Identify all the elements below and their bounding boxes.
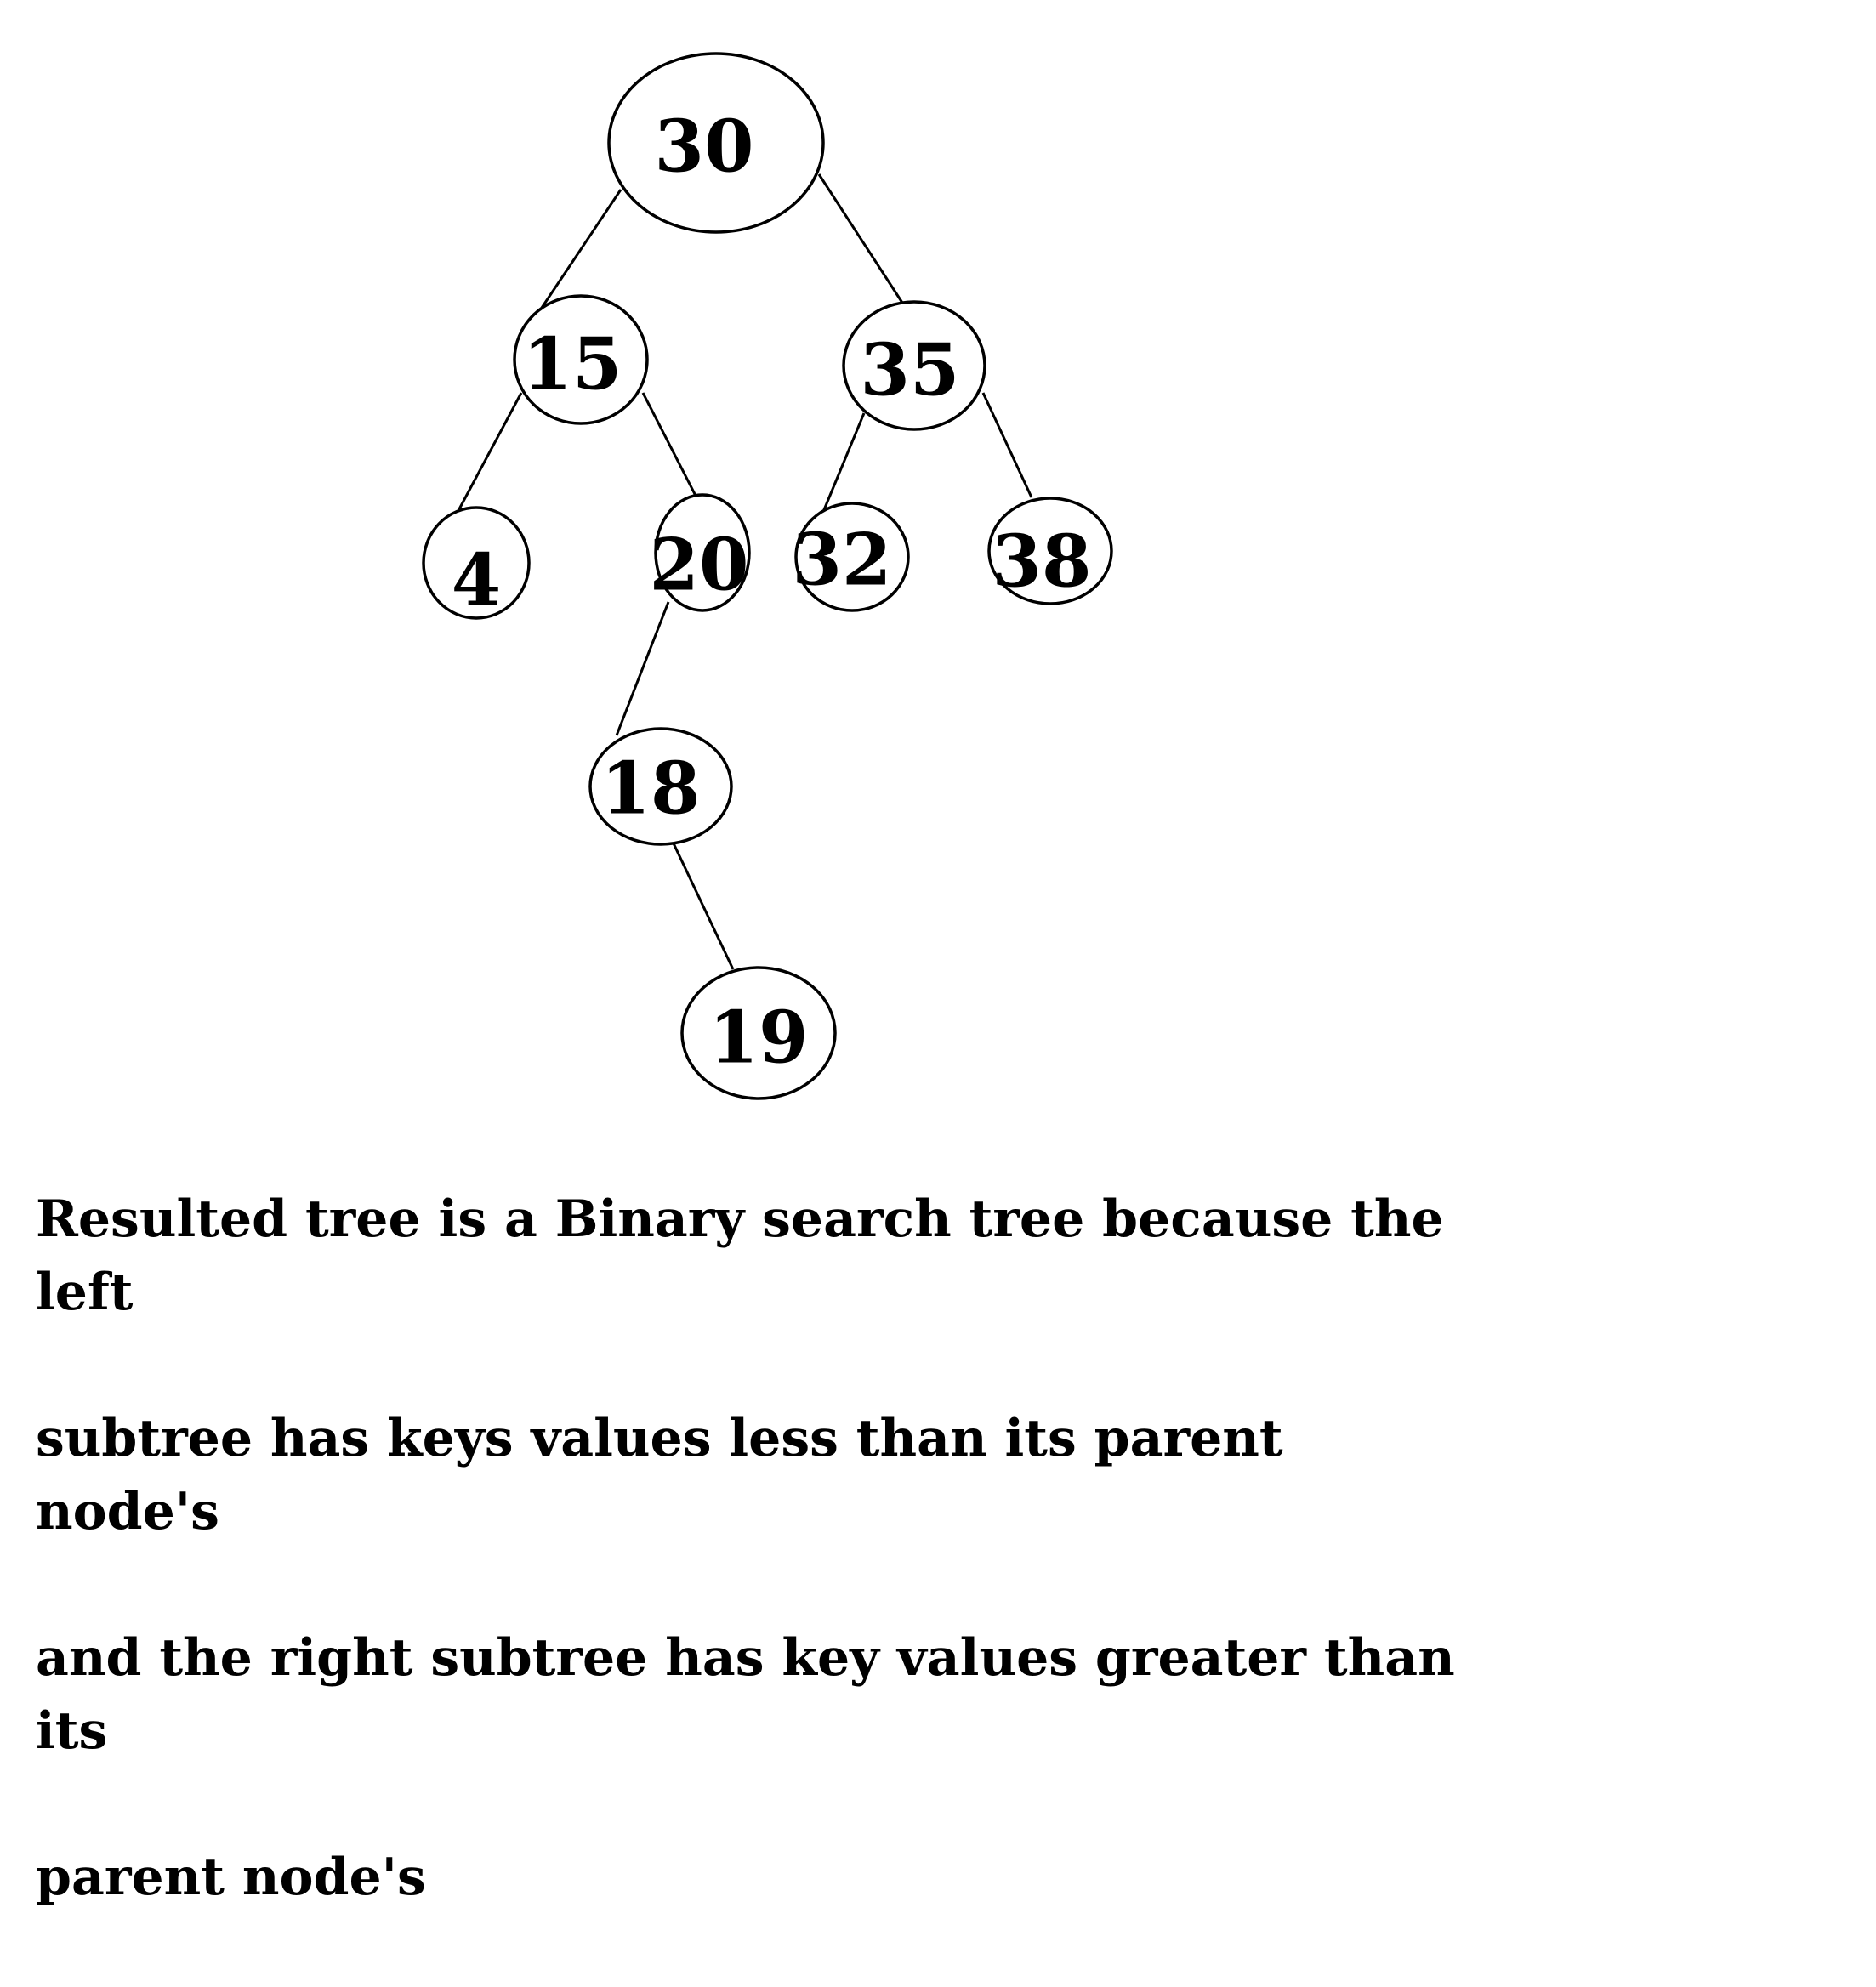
caption-line: parent node's bbox=[36, 1848, 426, 1907]
node-circle bbox=[588, 727, 733, 846]
node-circle bbox=[794, 502, 910, 612]
node-circle bbox=[607, 52, 825, 234]
tree-node-15: 15 bbox=[513, 294, 649, 425]
caption-line: subtree has keys values less than its pa… bbox=[36, 1409, 1283, 1541]
tree-node-30: 30 bbox=[607, 52, 825, 234]
edge-18-19 bbox=[672, 843, 735, 970]
edge-35-38 bbox=[981, 392, 1033, 498]
edge-20-18 bbox=[615, 601, 670, 736]
caption-line: Resulted tree is a Binary search tree be… bbox=[36, 1189, 1444, 1322]
node-value: 19 bbox=[709, 996, 809, 1080]
tree-node-20: 20 bbox=[650, 493, 751, 612]
binary-search-tree-diagram: 30 15 35 4 20 32 38 18 bbox=[422, 52, 1113, 1100]
tree-node-38: 38 bbox=[987, 497, 1113, 605]
node-value: 35 bbox=[861, 328, 960, 412]
node-circle bbox=[422, 506, 531, 620]
node-value: 4 bbox=[452, 538, 501, 622]
node-value: 30 bbox=[655, 105, 754, 189]
tree-node-35: 35 bbox=[842, 300, 986, 431]
caption-line: and the right subtree has key values gre… bbox=[36, 1628, 1455, 1761]
node-value: 38 bbox=[992, 519, 1092, 604]
tree-node-19: 19 bbox=[680, 966, 837, 1100]
edge-15-4 bbox=[452, 392, 523, 519]
edge-35-32 bbox=[821, 412, 866, 513]
edge-30-35 bbox=[817, 173, 904, 304]
node-value: 32 bbox=[793, 518, 892, 602]
node-circle bbox=[654, 493, 751, 612]
explanation-caption: Resulted tree is a Binary search tree be… bbox=[36, 1110, 1464, 1987]
edge-15-20 bbox=[641, 392, 697, 497]
tree-node-18: 18 bbox=[588, 727, 733, 846]
tree-node-32: 32 bbox=[793, 502, 910, 612]
node-circle bbox=[987, 497, 1113, 605]
node-circle bbox=[842, 300, 986, 431]
node-circle bbox=[680, 966, 837, 1100]
tree-node-4: 4 bbox=[422, 506, 531, 622]
tree-edges bbox=[452, 173, 1033, 970]
node-circle bbox=[513, 294, 649, 425]
tree-nodes: 30 15 35 4 20 32 38 18 bbox=[422, 52, 1113, 1100]
node-value: 20 bbox=[650, 523, 749, 607]
node-value: 18 bbox=[601, 747, 701, 831]
edge-30-15 bbox=[540, 189, 622, 309]
node-value: 15 bbox=[523, 322, 622, 406]
